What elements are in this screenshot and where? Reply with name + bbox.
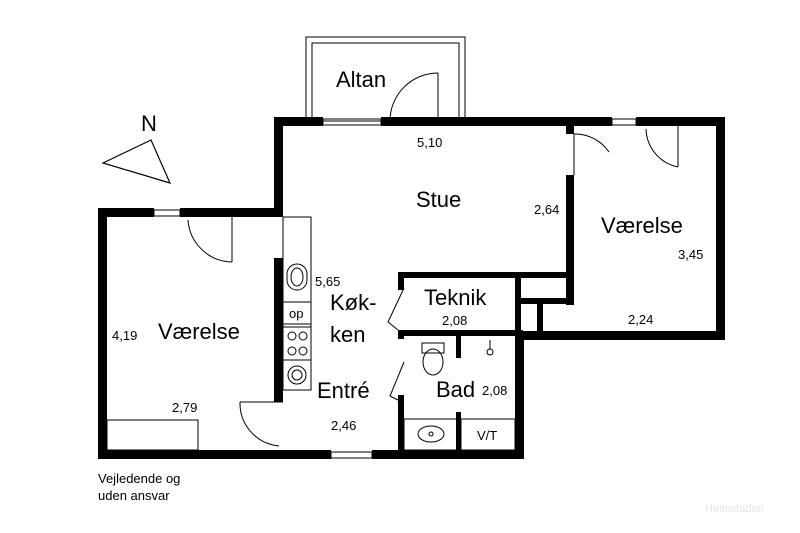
room-label-altan: Altan [336, 67, 386, 92]
door-swing-icon [387, 287, 405, 331]
room-label-kokken-2: ken [330, 322, 365, 347]
dim-teknik: 2,08 [442, 313, 467, 328]
oven-label: op [289, 306, 303, 321]
dim-left-room-width: 2,79 [172, 400, 197, 415]
drain-icon [486, 348, 494, 356]
dim-kitchen-length: 5,65 [315, 274, 340, 289]
room-label-stue: Stue [416, 187, 461, 212]
disclaimer-line-2: uden ansvar [98, 488, 170, 503]
room-label-teknik: Teknik [424, 285, 487, 310]
dim-right-room-width: 2,24 [628, 312, 653, 327]
room-label-bad: Bad [436, 377, 475, 402]
room-label-vaerelse-left: Værelse [158, 319, 240, 344]
vt-label: V/T [477, 428, 497, 443]
bathroom-fixtures: V/T [403, 340, 516, 451]
dim-stue-width: 5,10 [417, 135, 442, 150]
door-swing-icon [389, 72, 439, 122]
balcony: Altan [305, 36, 466, 122]
room-label-kokken-1: Køk- [330, 290, 376, 315]
room-label-entre: Entré [317, 378, 370, 403]
toilet-icon [422, 348, 444, 376]
room-label-vaerelse-right: Værelse [601, 213, 683, 238]
disclaimer-line-1: Vejledende og [98, 471, 180, 486]
compass-arrow-icon [101, 139, 172, 184]
compass: N [101, 111, 172, 184]
door-swing-icon [389, 361, 405, 401]
wardrobe [106, 419, 199, 451]
dim-stue-depth: 2,64 [534, 202, 559, 217]
sink-icon [417, 425, 445, 443]
dim-left-room-depth: 4,19 [112, 328, 137, 343]
door-swing-icon [239, 401, 283, 447]
walls [98, 117, 725, 459]
door-swing-icon [645, 126, 679, 168]
dim-right-room-depth: 3,45 [678, 247, 703, 262]
dim-entre-width: 2,46 [331, 418, 356, 433]
kitchen-counter: op [282, 216, 312, 391]
door-swing-icon [187, 217, 233, 263]
watermark: Heimstaden [705, 503, 764, 515]
dim-bad: 2,08 [482, 383, 507, 398]
compass-north-label: N [141, 111, 157, 136]
door-swing-icon [573, 133, 610, 175]
